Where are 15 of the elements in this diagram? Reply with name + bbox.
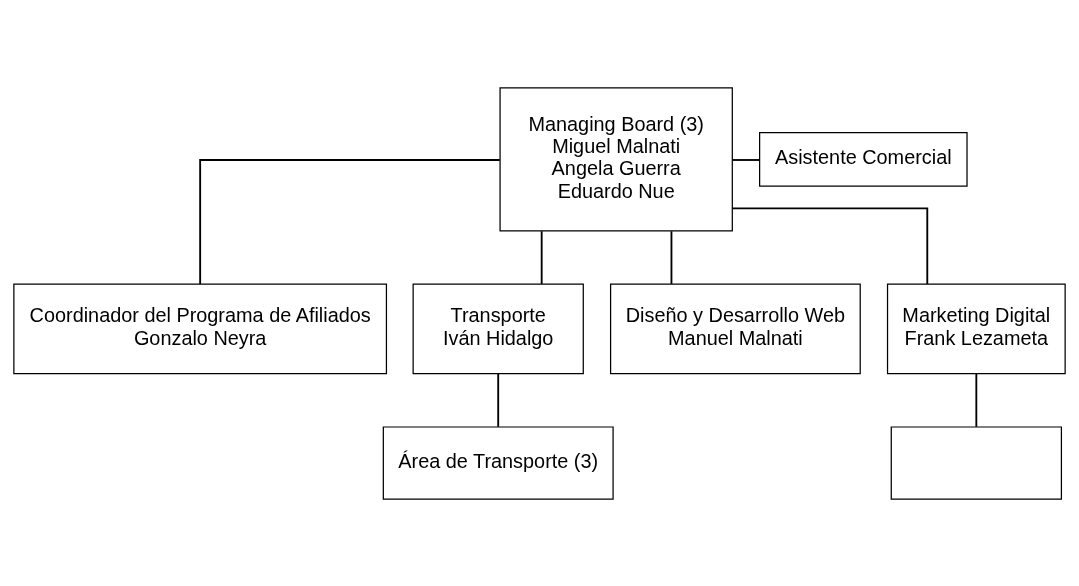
node-box: Asistente Comercial xyxy=(759,131,968,187)
node-box: Managing Board (3) Miguel Malnati Angela Guerra Eduardo Nue xyxy=(499,86,733,231)
node-box: Marketing Digital Frank Lezameta xyxy=(886,283,1066,374)
connector xyxy=(731,207,929,285)
connector xyxy=(975,372,978,428)
node-box: Área de Transporte (3) xyxy=(382,425,614,500)
connector xyxy=(670,229,673,285)
node-box: Coordinador del Programa de Afiliados Gonzalo Neyra xyxy=(13,283,388,374)
connector xyxy=(540,229,543,285)
connector xyxy=(199,158,501,285)
connector xyxy=(731,158,761,161)
connector xyxy=(497,372,500,428)
node-box: Transporte Iván Hidalgo xyxy=(412,283,584,374)
node-box: Diseño y Desarrollo Web Manuel Malnati xyxy=(610,283,861,374)
node-box xyxy=(890,425,1062,500)
